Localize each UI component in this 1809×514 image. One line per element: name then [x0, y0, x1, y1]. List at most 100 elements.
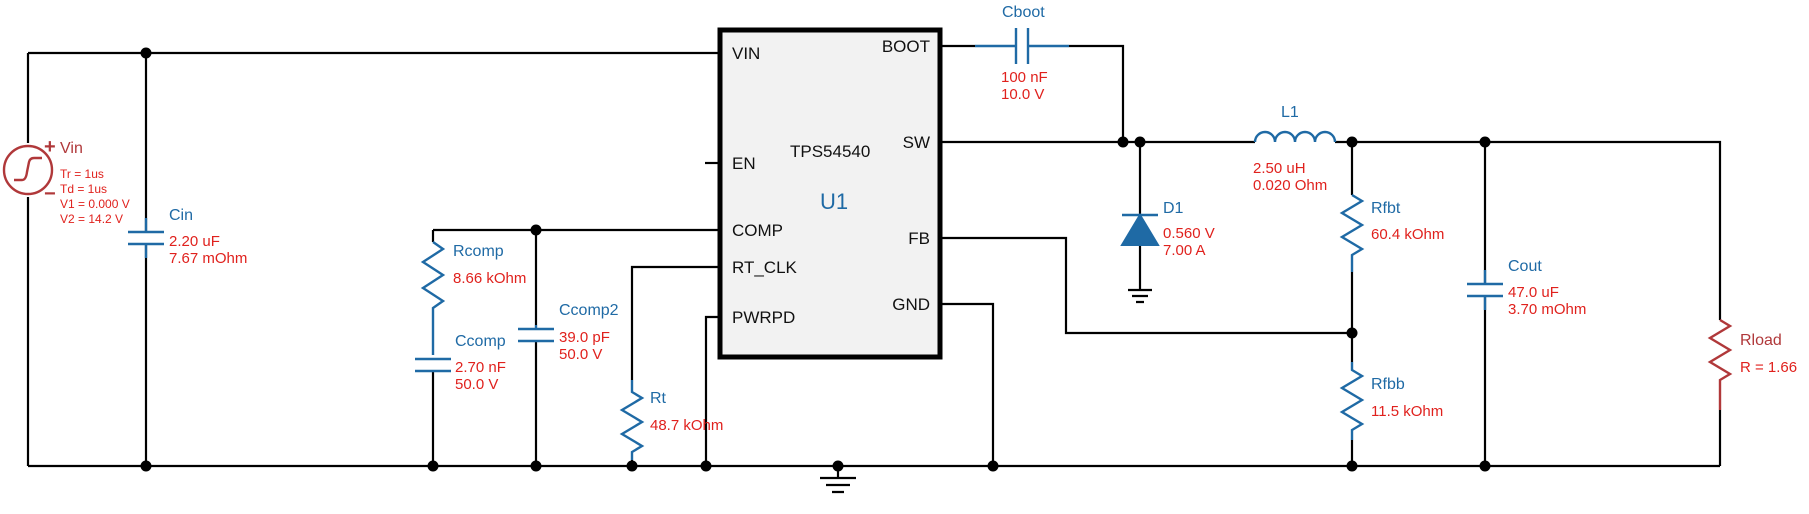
source-minus: −	[44, 183, 56, 205]
junction-dot	[1346, 327, 1358, 339]
cin-plates	[128, 218, 164, 258]
rfbb-value: 11.5 kOhm	[1371, 403, 1443, 420]
rload-value: R = 1.66	[1740, 359, 1797, 376]
pin-sw-label: SW	[903, 133, 930, 152]
rfbb-zigzag	[1339, 362, 1365, 440]
rt-ref: Rt	[650, 390, 667, 407]
capacitor-cout[interactable]: Cout 47.0 uF 3.70 mOhm	[1467, 258, 1586, 318]
vin-source[interactable]: + − Vin Tr = 1us Td = 1us V1 = 0.000 V V…	[2, 136, 130, 226]
junction-dot	[530, 460, 542, 472]
resistor-rcomp[interactable]: Rcomp 8.66 kOhm	[420, 241, 526, 355]
ccomp-value: 2.70 nF	[455, 359, 506, 376]
l1-ref: L1	[1281, 104, 1299, 121]
cin-ref: Cin	[169, 207, 193, 224]
wire-cboot-right	[1069, 44, 1125, 142]
ccomp2-ref: Ccomp2	[559, 302, 619, 319]
source-ref: Vin	[60, 140, 83, 157]
wire-fb	[940, 236, 1352, 335]
ic-part-number: TPS54540	[790, 142, 870, 161]
l1-dcr: 0.020 Ohm	[1253, 177, 1327, 194]
pin-gnd-label: GND	[892, 295, 930, 314]
cboot-value: 100 nF	[1001, 69, 1048, 86]
wire-rt-clk	[630, 265, 720, 380]
capacitor-ccomp[interactable]: Ccomp 2.70 nF 50.0 V	[415, 333, 506, 393]
d1-triangle	[1120, 213, 1160, 246]
cboot-plates	[975, 28, 1069, 64]
junction-dot	[987, 460, 999, 472]
inductor-l1[interactable]: L1 2.50 uH 0.020 Ohm	[1253, 104, 1337, 194]
junction-dot	[1479, 460, 1491, 472]
d1-vf: 0.560 V	[1163, 225, 1215, 242]
l1-coil	[1253, 130, 1337, 143]
cboot-voltage: 10.0 V	[1001, 86, 1044, 103]
cout-ref: Cout	[1508, 258, 1542, 275]
ic-ref: U1	[820, 189, 848, 214]
wire-gnd-pin	[940, 302, 995, 466]
cin-esr: 7.67 mOhm	[169, 250, 247, 267]
junction-dot	[530, 224, 542, 236]
junctions	[140, 47, 1491, 472]
wire-pwrpd	[704, 315, 720, 466]
l1-value: 2.50 uH	[1253, 160, 1306, 177]
resistor-rload[interactable]: Rload R = 1.66	[1707, 318, 1797, 410]
ccomp-plates	[415, 357, 451, 373]
ground-icon	[820, 476, 856, 494]
capacitor-cboot[interactable]: Cboot 100 nF 10.0 V	[975, 4, 1069, 103]
rload-ref: Rload	[1740, 332, 1782, 349]
rfbt-ref: Rfbt	[1371, 200, 1401, 217]
rfbb-ref: Rfbb	[1371, 376, 1405, 393]
junction-dot	[1479, 136, 1491, 148]
pin-pwrpd-label: PWRPD	[732, 308, 795, 327]
ccomp-voltage: 50.0 V	[455, 376, 498, 393]
capacitor-cin[interactable]: Cin 2.20 uF 7.67 mOhm	[128, 207, 247, 267]
rfbt-zigzag	[1339, 193, 1365, 272]
pin-boot-label: BOOT	[882, 37, 930, 56]
junction-dot	[140, 460, 152, 472]
resistor-rfbt[interactable]: Rfbt 60.4 kOhm	[1339, 193, 1444, 272]
pin-en-label: EN	[732, 154, 756, 173]
step-waveform-icon	[14, 156, 42, 182]
ccomp2-value: 39.0 pF	[559, 329, 610, 346]
ic-u1[interactable]: VIN EN COMP RT_CLK PWRPD BOOT SW FB GND …	[717, 27, 943, 360]
rfbt-value: 60.4 kOhm	[1371, 226, 1444, 243]
pin-rt-clk-label: RT_CLK	[732, 258, 798, 277]
cin-value: 2.20 uF	[169, 233, 220, 250]
capacitor-ccomp2[interactable]: Ccomp2 39.0 pF 50.0 V	[518, 302, 619, 363]
d1-ground-icon	[1128, 288, 1152, 304]
cout-plates	[1467, 270, 1503, 310]
junction-dot	[1134, 136, 1146, 148]
junction-dot	[427, 460, 439, 472]
junction-dot	[626, 460, 638, 472]
rt-value: 48.7 kOhm	[650, 417, 723, 434]
wire-out-rail	[1335, 140, 1722, 320]
ic-body[interactable]	[717, 27, 943, 360]
rcomp-ref: Rcomp	[453, 243, 504, 260]
cboot-ref: Cboot	[1002, 4, 1045, 21]
source-v1: V1 = 0.000 V	[60, 197, 130, 211]
junction-dot	[140, 47, 152, 59]
rt-zigzag	[619, 380, 645, 460]
junction-dot	[1346, 460, 1358, 472]
rload-zigzag	[1707, 318, 1733, 410]
source-td: Td = 1us	[60, 182, 107, 196]
rcomp-value: 8.66 kOhm	[453, 270, 526, 287]
junction-dot	[832, 460, 844, 472]
junction-dot	[1117, 136, 1129, 148]
diode-d1[interactable]: D1 0.560 V 7.00 A	[1120, 200, 1215, 304]
source-v2: V2 = 14.2 V	[60, 212, 123, 226]
source-plus: +	[44, 136, 56, 158]
pin-fb-label: FB	[908, 229, 930, 248]
pin-comp-label: COMP	[732, 221, 783, 240]
d1-current: 7.00 A	[1163, 242, 1206, 259]
rcomp-zigzag	[420, 241, 446, 355]
cout-value: 47.0 uF	[1508, 284, 1559, 301]
source-tr: Tr = 1us	[60, 167, 104, 181]
d1-ref: D1	[1163, 200, 1184, 217]
ccomp2-voltage: 50.0 V	[559, 346, 602, 363]
resistor-rfbb[interactable]: Rfbb 11.5 kOhm	[1339, 362, 1443, 440]
pin-vin-label: VIN	[732, 44, 760, 63]
ccomp2-plates	[518, 325, 554, 343]
resistor-rt[interactable]: Rt 48.7 kOhm	[619, 380, 723, 460]
junction-dot	[1346, 136, 1358, 148]
